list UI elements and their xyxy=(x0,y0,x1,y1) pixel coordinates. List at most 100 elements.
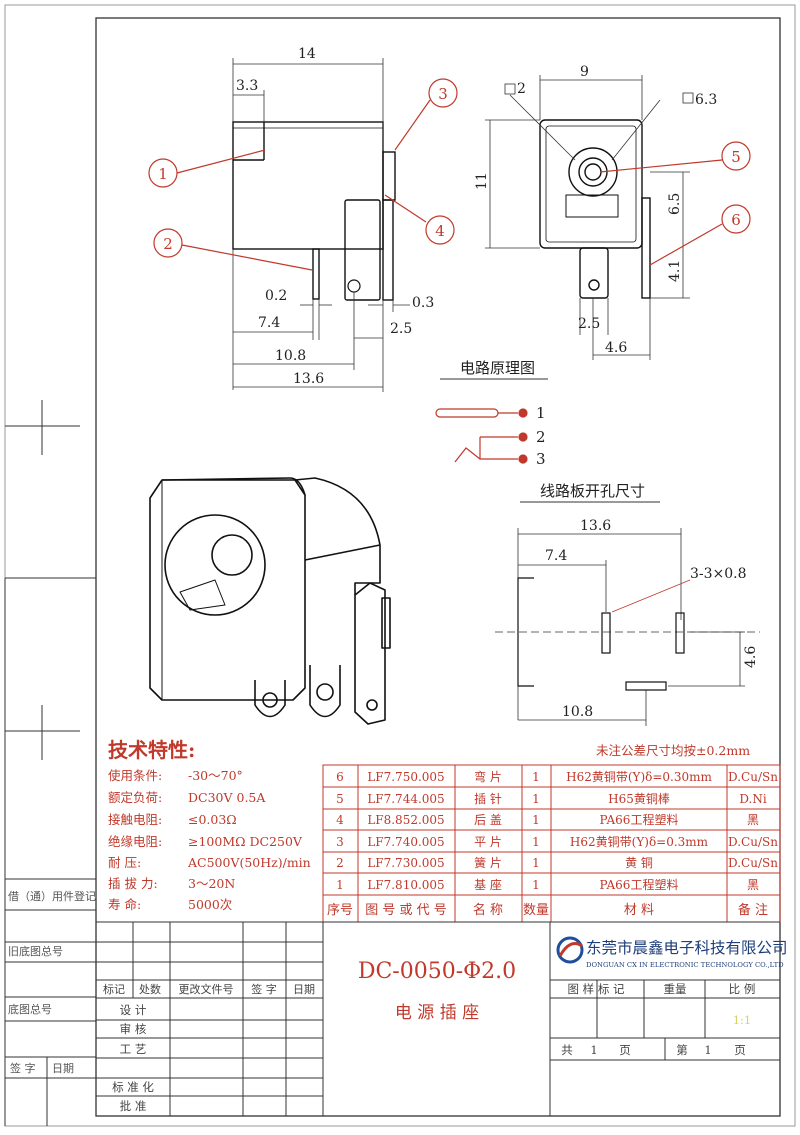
bom-3-2: 平 片 xyxy=(474,835,502,849)
balloon-labels-front: 5 6 xyxy=(731,148,741,229)
company-name-en: DONGUAN CX IN ELECTRONIC TECHNOLOGY CO.,… xyxy=(586,961,784,969)
bom-3-5: D.Cu/Sn xyxy=(728,835,778,849)
bom-3-3: 1 xyxy=(532,835,540,849)
pcb-dim-4-6: 4.6 xyxy=(743,646,759,668)
inner-frame xyxy=(95,17,781,1117)
front-view xyxy=(539,119,651,299)
bom-4-3: 1 xyxy=(532,856,540,870)
scale-value: 1:1 xyxy=(733,1013,752,1027)
bom-1-1: LF7.744.005 xyxy=(367,792,444,806)
rev-h-0: 标记 xyxy=(103,982,125,996)
dim-4-6: 4.6 xyxy=(605,340,627,356)
bom-1-5: D.Ni xyxy=(739,792,767,806)
bom-4-5: D.Cu/Sn xyxy=(728,856,778,870)
circuit-pin-labels: 1 2 3 xyxy=(536,404,546,468)
sheet-unit: 页 xyxy=(734,1043,746,1057)
rev-h-1: 处数 xyxy=(139,983,161,996)
pin-2: 2 xyxy=(536,428,546,446)
spec-k-2: 接触电阻: xyxy=(108,812,162,827)
balloon-2: 2 xyxy=(163,235,173,253)
date-label: 日期 xyxy=(52,1062,74,1075)
left-margin-marks xyxy=(4,400,96,1126)
spec-v-3: ≥100MΩ DC250V xyxy=(188,834,303,849)
pin-1: 1 xyxy=(536,404,546,422)
sign-label: 签 字 xyxy=(10,1061,36,1075)
title-labels: 图 样 标 记 重量 比 例 1:1 共 1 页 第 1 页 xyxy=(561,982,755,1057)
dim-0-2: 0.2 xyxy=(265,288,287,304)
bom-5-3: 1 xyxy=(532,878,540,892)
front-dim-lines xyxy=(485,75,690,360)
company-name-cn: 东莞市晨鑫电子科技有限公司 xyxy=(586,939,788,957)
bom-header-1: 图 号 或 代 号 xyxy=(365,903,447,918)
spec-k-4: 耐 压: xyxy=(108,855,141,870)
bom-3-0: 3 xyxy=(336,835,344,849)
bom-5-5: 黑 xyxy=(747,878,759,892)
outer-frame xyxy=(4,4,796,1127)
spec-k-6: 寿 命: xyxy=(108,897,141,912)
title-block-grid xyxy=(96,921,780,1116)
bom-1-0: 5 xyxy=(336,792,344,806)
dim-0-3: 0.3 xyxy=(412,295,434,311)
bom-0-1: LF7.750.005 xyxy=(367,770,444,784)
bom-grid xyxy=(322,764,781,923)
bom-header-0: 序号 xyxy=(327,903,353,918)
spec-v-2: ≤0.03Ω xyxy=(188,812,237,827)
spec-k-0: 使用条件: xyxy=(108,768,162,783)
role-approve: 批 准 xyxy=(120,1099,147,1113)
old-no-label: 旧底图总号 xyxy=(8,944,63,958)
spec-v-4: AC500V(50Hz)/min xyxy=(187,855,311,870)
pin-3: 3 xyxy=(536,450,546,468)
balloon-3: 3 xyxy=(438,85,448,103)
bom-5-0: 1 xyxy=(336,878,344,892)
bom-0-5: D.Cu/Sn xyxy=(728,770,778,784)
dim-4-1: 4.1 xyxy=(667,260,683,282)
bom-1-3: 1 xyxy=(532,792,540,806)
bom-0-2: 弯 片 xyxy=(474,769,502,784)
rev-h-3: 签 字 xyxy=(251,982,277,996)
bom-0-0: 6 xyxy=(336,770,344,784)
bom-5-1: LF7.810.005 xyxy=(367,878,444,892)
dim-2-5: 2.5 xyxy=(390,321,412,337)
balloon-labels-side: 1 2 3 4 xyxy=(158,85,448,253)
specs-list: 使用条件: -30～70° 额定负荷: DC30V 0.5A 接触电阻: ≤0.… xyxy=(108,768,311,912)
bom-2-3: 1 xyxy=(532,813,540,827)
bom-1-2: 插 针 xyxy=(474,791,502,806)
role-design: 设 计 xyxy=(120,1003,147,1017)
rev-h-2: 更改文件号 xyxy=(179,982,234,996)
bom-4-4: 黄 铜 xyxy=(625,855,653,870)
isometric-view xyxy=(149,477,391,725)
spec-k-3: 绝缘电阻: xyxy=(108,834,162,849)
pcb-dim-lines xyxy=(495,528,760,726)
balloons-side xyxy=(148,78,458,271)
balloon-6: 6 xyxy=(731,211,741,229)
datum-box-6-3 xyxy=(682,92,694,104)
rev-h-4: 日期 xyxy=(293,983,315,996)
datum-box-2 xyxy=(504,83,516,95)
part-number: DC-0050-Φ2.0 xyxy=(358,959,516,984)
role-review: 审 核 xyxy=(120,1022,147,1036)
pcb-dim-hole: 3-3×0.8 xyxy=(690,566,747,582)
pcb-dim-7-4: 7.4 xyxy=(545,548,567,564)
bom-3-1: LF7.740.005 xyxy=(367,835,444,849)
dim-front-2-5: 2.5 xyxy=(578,316,600,332)
spec-v-1: DC30V 0.5A xyxy=(188,790,266,805)
total-label: 共 xyxy=(561,1043,573,1057)
dim-13-6: 13.6 xyxy=(293,371,324,387)
dim-11: 11 xyxy=(474,172,490,190)
bom-1-4: H65黄铜棒 xyxy=(608,791,670,806)
spec-v-0: -30～70° xyxy=(188,768,243,783)
dim-7-4: 7.4 xyxy=(258,315,280,331)
bom-4-2: 簧 片 xyxy=(474,855,502,870)
pcb-dim-13-6: 13.6 xyxy=(580,518,611,534)
dim-6-3: 6.3 xyxy=(695,92,717,108)
dim-9: 9 xyxy=(580,64,589,80)
bom-2-4: PA66工程塑料 xyxy=(600,812,679,827)
bom-2-0: 4 xyxy=(336,813,344,827)
bom-3-4: H62黄铜带(Y)δ=0.3mm xyxy=(570,834,709,849)
scale-label: 比 例 xyxy=(729,982,756,996)
bom-4-0: 2 xyxy=(336,856,344,870)
rev-headers: 标记 处数 更改文件号 签 字 日期 xyxy=(103,982,315,996)
dim-6-5: 6.5 xyxy=(667,193,683,215)
spec-k-1: 额定负荷: xyxy=(108,790,162,805)
balloon-5: 5 xyxy=(731,148,741,166)
